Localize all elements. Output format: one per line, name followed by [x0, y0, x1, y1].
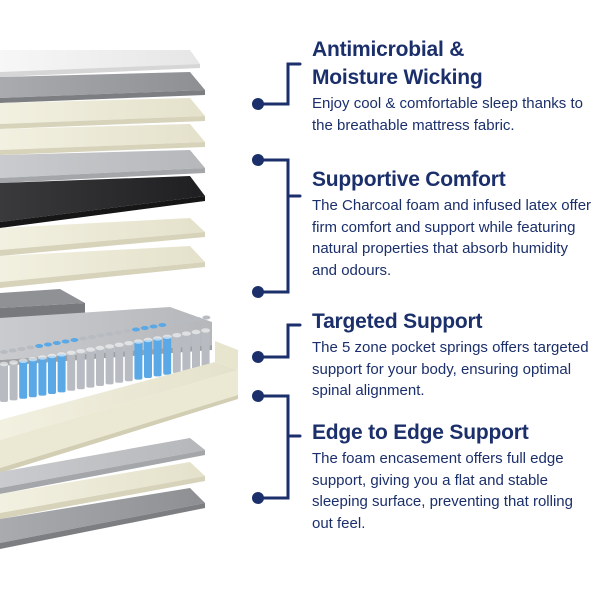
pocket-spring-top: [9, 360, 19, 365]
feature-supportive-comfort: Supportive Comfort The Charcoal foam and…: [312, 166, 597, 281]
pocket-spring: [153, 338, 162, 377]
feature-edge-support: Edge to Edge Support The foam encasement…: [312, 419, 597, 534]
foam-encasement: [0, 341, 238, 473]
pocket-spring: [172, 335, 181, 374]
pocket-spring: [28, 359, 37, 398]
pocket-spring: [192, 332, 200, 370]
feature-description: The Charcoal foam and infused latex offe…: [312, 197, 592, 279]
pocket-spring-back: [158, 323, 167, 327]
feature-title-line: Antimicrobial &: [312, 38, 465, 61]
pocket-spring-top: [201, 328, 211, 333]
pocket-spring-top: [143, 337, 153, 343]
feature-antimicrobial: Antimicrobial & Moisture Wicking Enjoy c…: [312, 36, 597, 136]
pocket-spring-top: [105, 344, 115, 349]
pocket-spring-back: [61, 339, 70, 344]
pocket-spring-top: [57, 352, 67, 357]
pocket-spring: [144, 340, 152, 378]
pocket-spring: [86, 349, 95, 388]
pocket-spring-back: [193, 317, 202, 321]
layer-cream-2: [0, 124, 205, 155]
feature-description: The 5 zone pocket springs offers targete…: [312, 339, 589, 399]
pocket-spring-back: [35, 344, 44, 348]
pocket-spring-back: [123, 329, 132, 333]
pocket-spring-top: [153, 336, 163, 341]
pocket-spring: [115, 344, 124, 383]
feature-title: Antimicrobial & Moisture Wicking: [312, 36, 597, 92]
feature-title: Targeted Support: [312, 308, 597, 336]
pocket-spring-top: [181, 331, 191, 336]
pocket-spring-top: [37, 355, 47, 360]
pocket-spring-back: [17, 347, 26, 351]
pocket-spring-top: [47, 353, 57, 359]
pocket-spring-back: [140, 326, 149, 330]
pocket-spring-back: [167, 321, 176, 326]
pocket-spring-top: [191, 329, 201, 335]
pocket-spring-top: [28, 357, 38, 362]
pocket-spring-back: [105, 332, 114, 336]
feature-title: Supportive Comfort: [312, 166, 597, 194]
feature-title-line: Edge to Edge Support: [312, 421, 529, 444]
pocket-spring: [67, 352, 76, 391]
pocket-spring-back: [0, 350, 8, 354]
layer-grey-fabric: [0, 72, 205, 103]
feature-description: Enjoy cool & comfortable sleep thanks to…: [312, 95, 583, 134]
pocket-spring-top: [85, 347, 95, 352]
feature-targeted-support: Targeted Support The 5 zone pocket sprin…: [312, 308, 597, 402]
pocket-spring: [19, 360, 28, 399]
pocket-spring: [76, 351, 85, 390]
pocket-spring-back: [96, 333, 105, 338]
pocket-spring-back: [44, 342, 52, 347]
pocket-spring: [9, 362, 18, 401]
pocket-spring-back: [114, 330, 123, 335]
pocket-spring-back: [79, 336, 88, 341]
feature-title-line: Supportive Comfort: [312, 168, 506, 191]
pocket-spring-top: [124, 341, 134, 346]
layer-latex-1: [0, 218, 205, 256]
feature-title-line: Targeted Support: [312, 310, 483, 333]
pocket-spring-back: [149, 324, 158, 329]
layer-charcoal-foam: [0, 176, 205, 228]
pocket-spring: [105, 346, 114, 385]
pocket-spring: [96, 348, 104, 386]
pocket-spring: [48, 356, 56, 394]
pocket-spring-back: [202, 315, 211, 320]
layer-bottom-grey-2: [0, 488, 205, 549]
pocket-spring-top: [114, 342, 124, 347]
pocket-spring-top: [133, 339, 143, 344]
pocket-spring-top: [162, 334, 172, 339]
pocket-spring: [201, 330, 210, 369]
pocket-spring-back: [132, 327, 140, 332]
pocket-spring: [134, 341, 143, 380]
layer-light-grey: [0, 150, 205, 183]
pocket-spring-back: [176, 320, 184, 324]
pocket-spring-back: [52, 341, 61, 345]
pocket-spring: [0, 364, 8, 402]
pocket-spring-back: [70, 338, 79, 342]
pocket-spring-top: [66, 350, 76, 355]
layer-bottom-cream: [0, 462, 205, 519]
pocket-spring: [38, 357, 47, 396]
pocket-spring: [124, 343, 133, 382]
pocket-spring-top: [0, 361, 9, 367]
pocket-spring-top: [95, 345, 105, 351]
pocket-spring: [57, 354, 66, 393]
pocket-spring-top: [76, 349, 86, 354]
layer-bottom-grey-1: [0, 438, 205, 494]
pocket-spring: [182, 333, 191, 372]
mattress-layers-illustration: [0, 50, 238, 549]
pocket-spring-back: [8, 348, 17, 353]
pocket-spring: [163, 336, 172, 375]
pocket-springs: [0, 315, 211, 402]
pocket-spring-back: [88, 335, 96, 339]
pocket-spring-back: [184, 318, 193, 323]
feature-title-line: Moisture Wicking: [312, 66, 483, 89]
feature-description: The foam encasement offers full edge sup…: [312, 450, 573, 532]
layer-cream-1: [0, 98, 205, 129]
pocket-spring-back: [26, 345, 35, 350]
pocket-spring-top: [172, 333, 182, 338]
feature-title: Edge to Edge Support: [312, 419, 597, 447]
pocket-spring-top: [18, 358, 28, 363]
layer-top-cover: [0, 50, 200, 77]
layer-latex-2: [0, 246, 205, 288]
